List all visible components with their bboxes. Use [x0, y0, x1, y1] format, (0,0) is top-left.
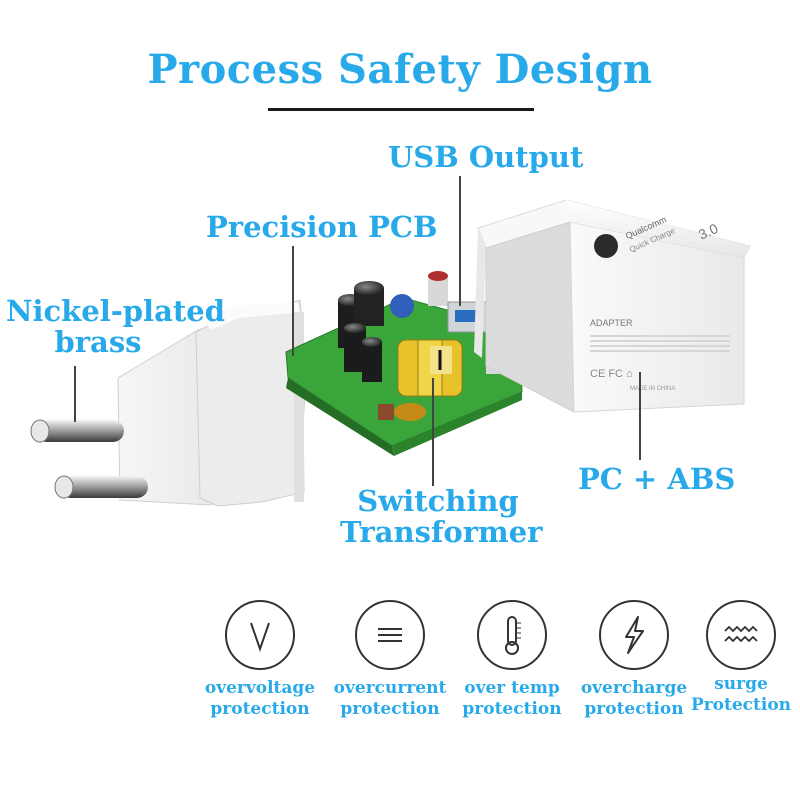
thermometer-icon — [477, 600, 547, 670]
title-underline — [268, 108, 534, 111]
label-switching-transformer: Switching Transformer — [340, 484, 543, 549]
overcurrent-icon — [355, 600, 425, 670]
label-switching-line2: Transformer — [340, 515, 543, 549]
pcb-board — [285, 271, 523, 456]
surge-icon — [706, 600, 776, 670]
leader-usb — [459, 176, 461, 306]
leader-pcb — [292, 246, 294, 356]
feature-over-temp-line1: over temp — [464, 678, 560, 698]
transformer — [397, 339, 463, 397]
blue-capacitor — [390, 294, 414, 318]
feature-overcharge-line1: overcharge — [580, 678, 688, 698]
case-print: Qualcomm Quick Charge 3.0 ADAPTER CE FC … — [580, 214, 740, 408]
page-title: Process Safety Design — [147, 46, 653, 93]
feature-over-temp-line2: protection — [462, 699, 562, 719]
label-pc-abs: PC + ABS — [578, 462, 736, 496]
feature-overcurrent-line1: overcurrent — [333, 678, 447, 698]
label-usb-output: USB Output — [388, 140, 584, 174]
feature-surge-line2: Protection — [690, 695, 792, 715]
made-in-text: MADE IN CHINA — [630, 386, 676, 392]
eu-plug — [30, 299, 307, 507]
feature-overvoltage-line1: overvoltage — [204, 678, 316, 698]
label-nickel-line2: brass — [54, 325, 142, 359]
capacitor-3 — [344, 323, 366, 372]
qualcomm-logo-icon — [594, 234, 618, 258]
plug-pin-bottom — [54, 475, 148, 499]
feature-overcurrent-line2: protection — [340, 699, 440, 719]
label-precision-pcb: Precision PCB — [206, 210, 438, 244]
plug-pin-top — [30, 419, 124, 443]
feature-surge-line1: surge — [714, 674, 768, 694]
certification-icons: CE FC ⌂ — [590, 368, 633, 380]
lightning-icon — [599, 600, 669, 670]
overvoltage-icon — [225, 600, 295, 670]
label-switching-line1: Switching — [357, 484, 519, 518]
toroid-inductor — [394, 403, 426, 421]
leader-nickel — [74, 366, 76, 422]
spec-lines — [590, 332, 730, 355]
leader-switching — [432, 378, 434, 486]
feature-overcharge-line2: protection — [584, 699, 684, 719]
label-nickel-line1: Nickel-plated — [6, 294, 225, 328]
charger-case — [474, 199, 751, 413]
adapter-text: ADAPTER — [590, 318, 633, 328]
leader-pcabs — [639, 372, 641, 460]
label-nickel-plated-brass: Nickel-plated brass — [6, 294, 225, 359]
capacitor-4 — [362, 337, 382, 382]
capacitor-2 — [354, 281, 384, 326]
feature-overvoltage-line2: protection — [210, 699, 310, 719]
resistor — [378, 404, 394, 420]
